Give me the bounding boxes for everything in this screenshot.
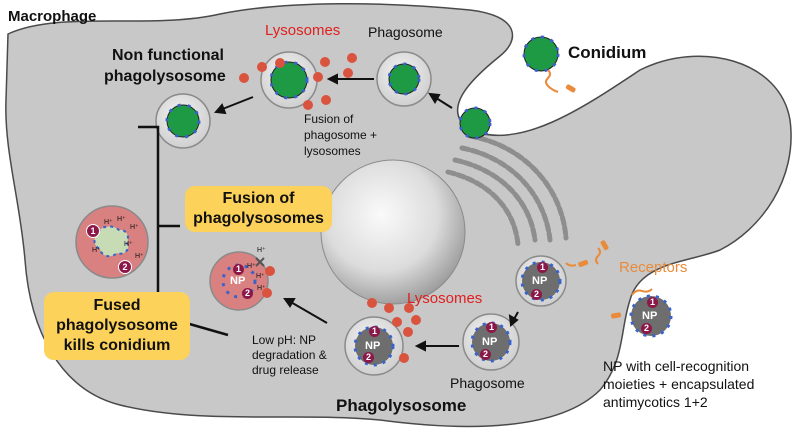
np-label-acidified: NP [230,275,246,287]
nanoparticle-engulfing [515,255,567,307]
drug-2-badge: 2 [531,289,542,300]
proton: H⁺ [124,241,133,248]
proton: H⁺ [104,219,113,226]
lysosomes-label-top: Lysosomes [265,22,341,39]
receptors [545,69,653,296]
drug-2-badge: 2 [363,352,374,363]
phagosome-top [376,51,432,107]
conidium-engulfing [458,106,492,140]
drug-1-badge: 1 [233,264,244,275]
nucleus [320,159,466,305]
np-description-2: moieties + encapsulated [603,376,755,392]
phagosome-label-bottom: Phagosome [450,375,525,391]
receptor-capsules [565,84,622,319]
non-functional-phagolysosome [155,93,211,149]
drug-2-badge: 2 [242,288,253,299]
proton: H⁺ [256,273,265,280]
conidium-label: Conidium [568,43,647,62]
np-label-phagosome: NP [482,336,498,348]
drug-2-badge: 2 [118,260,132,274]
proton: H⁺ [257,285,266,292]
fusion-box-line-1: Fusion of [222,190,295,207]
fusion-box-line-2: phagolysosomes [193,210,324,227]
fused-phagolysosome [75,205,149,279]
fused-box-line-3: kills conidium [63,337,171,354]
np-label-free: NP [642,310,658,322]
lysosomes-label-bottom: Lysosomes [407,290,483,307]
lysosomes-bottom [367,298,421,363]
fusion-of-phagolysosomes-box: Fusion of phagolysosomes [185,186,332,232]
drug-1-badge: 1 [537,262,548,273]
non-functional-label-1: Non functional [112,47,224,64]
proton: H⁺ [135,253,144,260]
np-label-phagolysosome: NP [365,340,381,352]
np-description-3: antimycotics 1+2 [603,394,708,410]
lowph-label-2: degradation & [252,348,327,362]
fusion-description-1: Fusion of [304,112,354,126]
proton: H⁺ [257,247,266,254]
proton: H⁺ [247,263,256,270]
drug-1-badge: 1 [369,326,380,337]
fusion-description-2: phagosome + [304,128,378,142]
conidium [522,35,560,73]
proton: H⁺ [92,247,101,254]
fusion-description-3: lysosomes [304,144,361,158]
fused-box-line-1: Fused [93,297,141,314]
fused-box-line-2: phagolysosome [56,317,178,334]
arrows [214,73,519,352]
drug-1-badge: 1 [486,322,497,333]
fused-phagolysosome-box: Fused phagolysosome kills conidium [44,292,190,360]
np-description-1: NP with cell-recognition [603,358,750,374]
phagosome-label-top: Phagosome [368,24,443,40]
phagolysosome [344,316,404,376]
drug-1-badge: 1 [86,224,100,238]
lowph-label-1: Low pH: NP [252,333,317,347]
drug-2-badge: 2 [480,349,491,360]
phagosome-lysosome-fusion-vesicle [260,51,318,109]
macrophage-label: Macrophage [8,8,97,25]
drug-1-badge: 1 [647,297,658,308]
golgi-apparatus [445,133,569,248]
phagolysosome-label: Phagolysosome [336,396,467,415]
np-label-surface: NP [532,275,548,287]
lysosomes-top [239,53,357,110]
lowph-label-3: drug release [252,363,319,377]
receptors-label: Receptors [619,259,688,276]
non-functional-label-2: phagolysosome [104,68,226,85]
proton: H⁺ [130,224,139,231]
proton: H⁺ [117,216,126,223]
drug-2-badge: 2 [641,323,652,334]
